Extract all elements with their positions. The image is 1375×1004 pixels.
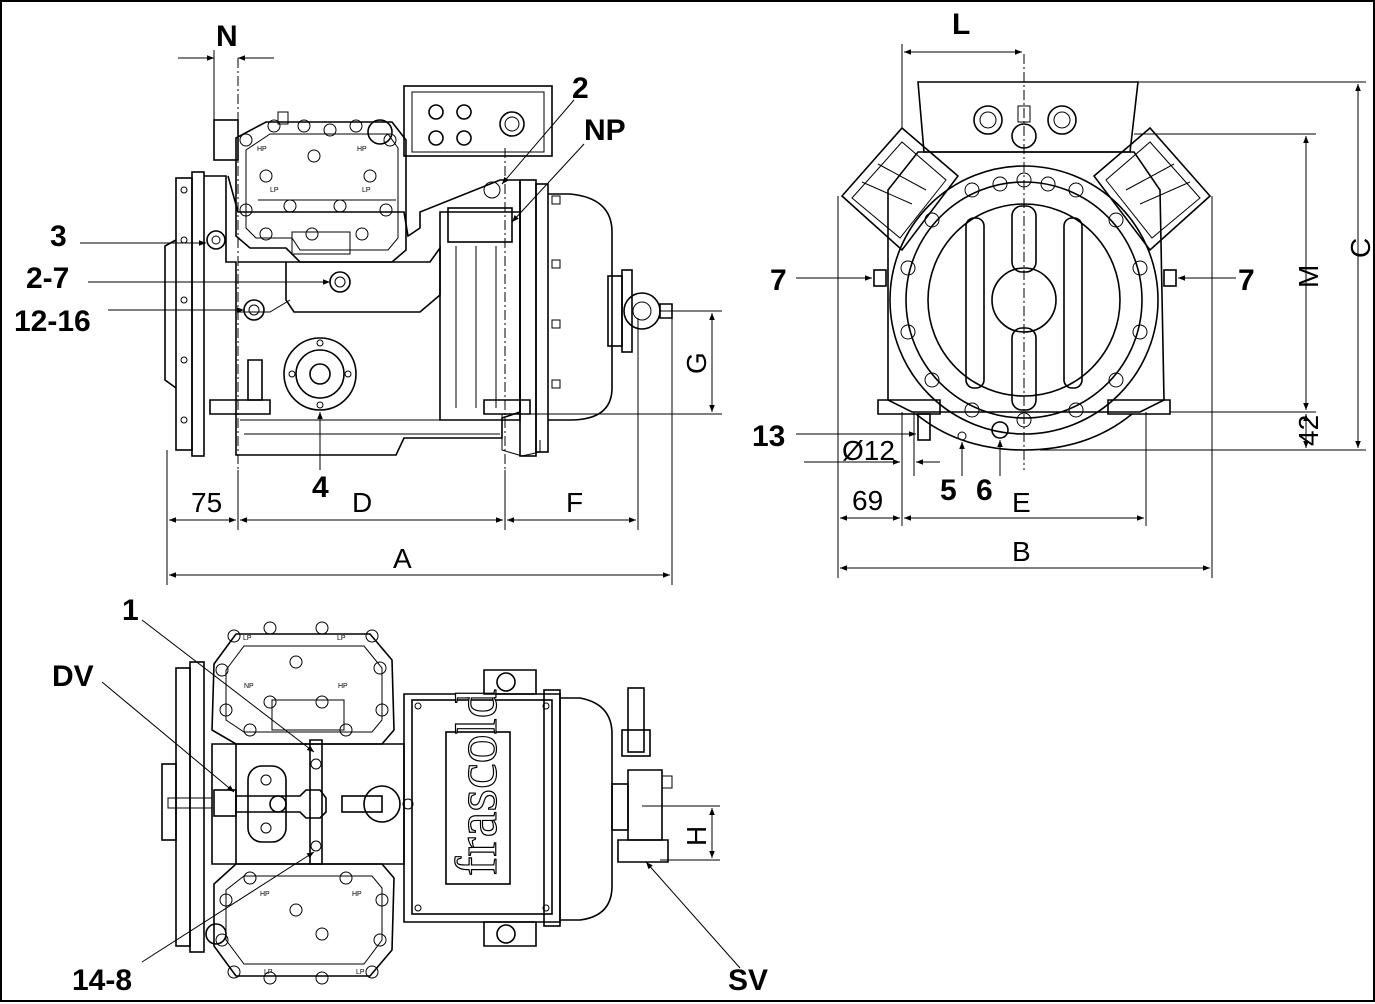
bottom-head-bolts (215, 871, 389, 985)
dim-42: 42 (1293, 415, 1324, 446)
label-7-right: 7 (1238, 264, 1255, 297)
dim-a: A (393, 543, 412, 574)
label-12-16: 12-16 (14, 305, 91, 338)
dim-d: D (352, 487, 372, 518)
side-lp-mark-2: LP (362, 187, 371, 194)
dim-b: B (1012, 536, 1031, 567)
dim-69: 69 (852, 485, 883, 516)
dim-h: H (681, 826, 712, 846)
label-2: 2 (572, 72, 589, 105)
label-sv: SV (728, 964, 768, 997)
side-lp-mark-1: LP (270, 187, 279, 194)
front-view (840, 54, 1212, 470)
dim-m: M (1293, 265, 1324, 288)
label-5: 5 (940, 474, 957, 507)
motor-flange-bolts (551, 195, 561, 389)
bottom-hp-mark-2: HP (352, 891, 362, 898)
dim-e: E (1012, 487, 1031, 518)
label-13: 13 (752, 420, 785, 453)
suction-valve-top (611, 687, 673, 863)
label-14-8: 14-8 (72, 964, 132, 997)
label-4: 4 (312, 471, 329, 504)
flange-bolts (180, 186, 188, 424)
front-view-leaders (796, 275, 1236, 476)
side-hp-mark-1: HP (257, 146, 267, 153)
dim-f: F (566, 487, 583, 518)
head-bolts (239, 119, 397, 241)
oil-sight-glass (283, 337, 357, 411)
label-l: L (952, 8, 970, 41)
bottom-lp-mark-2: LP (356, 969, 365, 976)
dim-75: 75 (191, 487, 222, 518)
dim-g: G (681, 352, 712, 374)
top-lp-mark-1: LP (243, 635, 252, 642)
brand-plate: frascold (444, 689, 509, 876)
dim-dia12: Ø12 (842, 435, 895, 466)
top-np-mark: NP (244, 683, 254, 690)
top-hp-mark: HP (338, 683, 348, 690)
bottom-lp-mark-1: LP (264, 969, 273, 976)
top-view: LP LP NP HP HP HP LP LP (161, 621, 673, 985)
side-hp-mark-2: HP (357, 146, 367, 153)
side-view-leaders (80, 99, 585, 470)
terminal-box (403, 85, 553, 157)
suction-valve-side (607, 269, 673, 353)
label-dv: DV (52, 660, 94, 693)
label-np: NP (584, 114, 626, 147)
bottom-hp-mark-1: HP (260, 891, 270, 898)
top-head-bolts (215, 621, 389, 737)
front-view-dimensions (804, 44, 1366, 578)
label-7-left: 7 (770, 264, 787, 297)
label-3: 3 (50, 220, 67, 253)
terminal-box-top (411, 699, 553, 915)
label-1: 1 (122, 594, 139, 627)
top-lp-mark-2: LP (337, 635, 346, 642)
label-6: 6 (976, 474, 993, 507)
dim-c: C (1345, 238, 1375, 258)
side-view-dimensions (166, 50, 722, 585)
label-2-7: 2-7 (26, 262, 69, 295)
top-view-dimensions (101, 619, 741, 969)
label-n: N (216, 20, 238, 53)
